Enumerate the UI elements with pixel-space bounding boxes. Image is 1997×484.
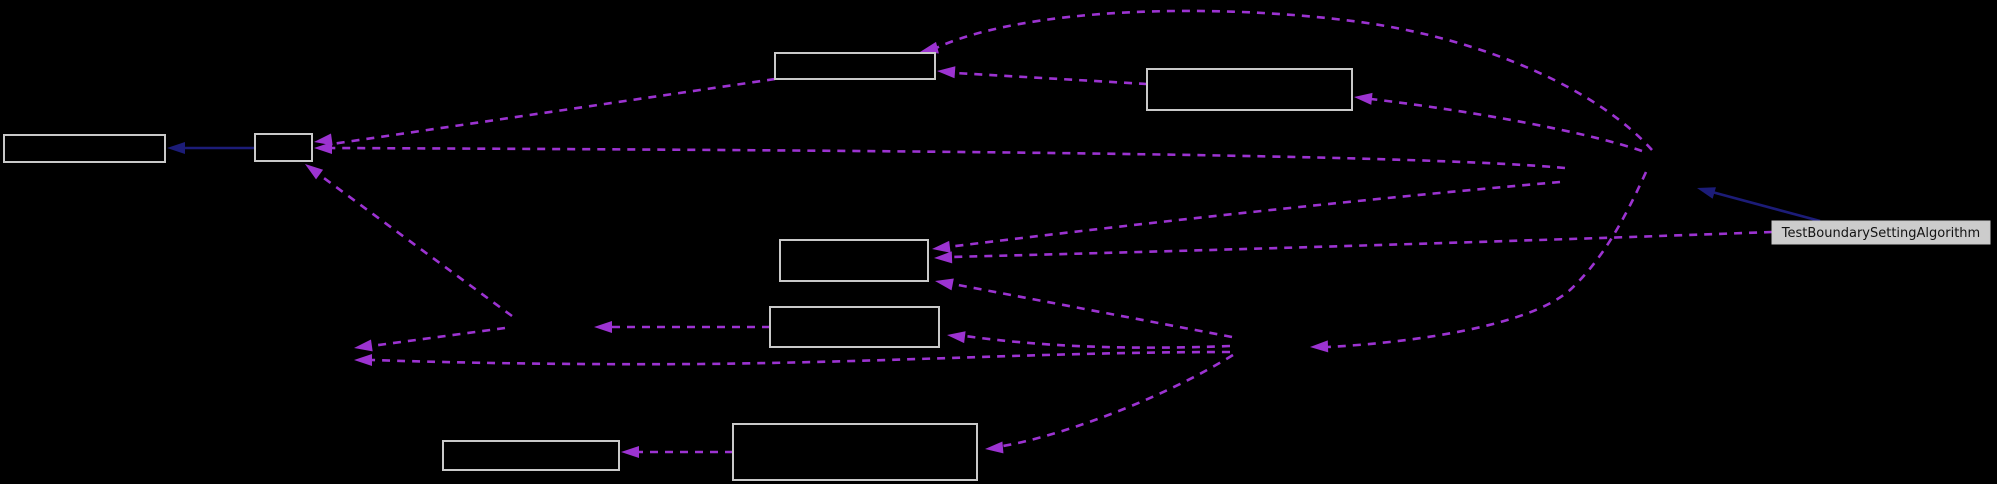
node-box-top[interactable] <box>774 52 936 80</box>
dashed-arrowheads <box>305 41 1373 458</box>
arrowhead-icon <box>1354 92 1373 105</box>
graph-nodes <box>3 52 1991 481</box>
edge-hub-to-hidden-x <box>1327 171 1648 349</box>
arrowhead-icon <box>305 164 324 180</box>
edge-label-to-center-box <box>949 230 1773 259</box>
edge-topright-to-top-box <box>954 71 1148 86</box>
edge-hidden-x-to-belowcenter-box <box>964 334 1231 349</box>
edge-hidden-x-to-bottomcenter-box <box>1002 353 1234 448</box>
node-box-bottom-center[interactable] <box>732 423 978 481</box>
node-box-center[interactable] <box>779 239 929 282</box>
arrowhead-icon <box>947 331 966 344</box>
arrowhead-icon <box>314 133 333 146</box>
node-box-top-right[interactable] <box>1146 68 1353 111</box>
arrowhead-icon <box>985 441 1004 454</box>
dashed-edges <box>316 9 1773 454</box>
node-box-left[interactable] <box>3 134 166 163</box>
node-box-below-center[interactable] <box>769 306 940 348</box>
arrowhead-icon <box>920 41 939 54</box>
arrowhead-icon <box>314 142 332 154</box>
edge-label-to-hub <box>1711 190 1821 223</box>
node-box-small[interactable] <box>254 133 313 162</box>
solid-arrowheads <box>167 142 1716 199</box>
solid-edges <box>185 146 1821 223</box>
arrowhead-icon <box>1697 187 1716 199</box>
arrowhead-icon <box>935 278 954 291</box>
arrowhead-icon <box>1310 340 1329 353</box>
node-box-bottom-left[interactable] <box>442 440 620 471</box>
node-testboundarysettingalgorithm[interactable] <box>1771 220 1991 245</box>
node-label-testboundarysettingalgorithm: TestBoundarySettingAlgorithm <box>1781 226 1980 241</box>
arrowhead-icon <box>354 354 372 366</box>
edge-hidden-x-to-center-box <box>952 282 1233 339</box>
edge-hidden-y-to-small-box <box>316 171 513 318</box>
edge-hidden-y-to-left-arrow <box>370 326 506 348</box>
arrowhead-icon <box>167 142 185 154</box>
arrowhead-icon <box>937 66 956 79</box>
arrowhead-icon <box>932 240 951 253</box>
edge-hidden-x-to-left-arrow <box>371 350 1231 366</box>
arrowhead-icon <box>934 251 953 264</box>
arrowhead-icon <box>621 446 639 458</box>
edge-hub-to-top-box <box>933 9 1653 151</box>
arrowhead-icon <box>354 339 373 352</box>
arrowhead-icon <box>594 321 612 333</box>
edge-hub-to-center-box <box>947 180 1561 249</box>
